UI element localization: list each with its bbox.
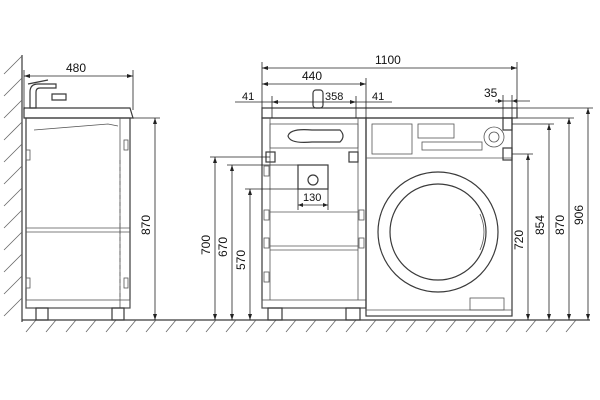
door-glass [389,183,487,281]
height-670-dimension: 670 [216,164,298,320]
faucet-icon [29,83,57,109]
cabinet-width-label: 440 [302,69,322,83]
side-height-label: 870 [139,215,153,235]
fixing-right-icon [348,151,359,163]
offset-right-label: 41 [372,91,384,103]
drain-box [297,164,329,190]
width-35-dimension: 35 [484,86,530,118]
inner-width-dimension: 41 358 41 [235,91,392,118]
display-panel [417,123,455,139]
floor-hatch [22,319,590,333]
wall-hatch [3,55,23,322]
offset-left-label: 41 [242,91,254,103]
height-854-label: 854 [533,215,547,235]
washing-machine [365,117,513,317]
side-height-dimension: 870 [133,117,160,320]
side-view-cabinet [23,79,134,321]
buttons-row [421,141,483,151]
faucet-front-icon [312,89,324,109]
inner-width-label: 358 [325,91,343,103]
program-knob-icon [483,126,505,148]
height-720-dimension: 720 [512,153,533,320]
height-700-dimension: 700 [199,156,270,320]
height-906-label: 906 [572,205,586,225]
service-flap [469,297,505,311]
total-width-dimension: 1100 [261,53,518,108]
detergent-drawer [371,123,413,155]
door-outer [377,171,499,293]
drain-icon [307,174,319,186]
height-870-dimension: 870 [517,117,574,320]
drain-width-dimension: 130 [297,189,329,210]
side-depth-dimension: 480 [23,61,134,110]
wall-fixings [502,117,513,161]
drain-width-label: 130 [303,192,321,204]
cabinet-width-dimension: 440 [262,69,367,118]
height-720-label: 720 [512,230,526,250]
height-906-dimension: 906 [517,107,593,320]
height-570-label: 570 [234,250,248,270]
height-570-dimension: 570 [234,188,298,320]
water-inlet-icon [502,117,513,131]
sink-overflow-icon [287,129,344,143]
width-35-label: 35 [484,86,498,100]
height-870-label: 870 [553,215,567,235]
height-854-dimension: 854 [512,123,554,320]
side-depth-label: 480 [66,61,86,75]
total-width-label: 1100 [375,53,401,67]
height-700-label: 700 [199,235,213,255]
height-670-label: 670 [216,237,230,257]
